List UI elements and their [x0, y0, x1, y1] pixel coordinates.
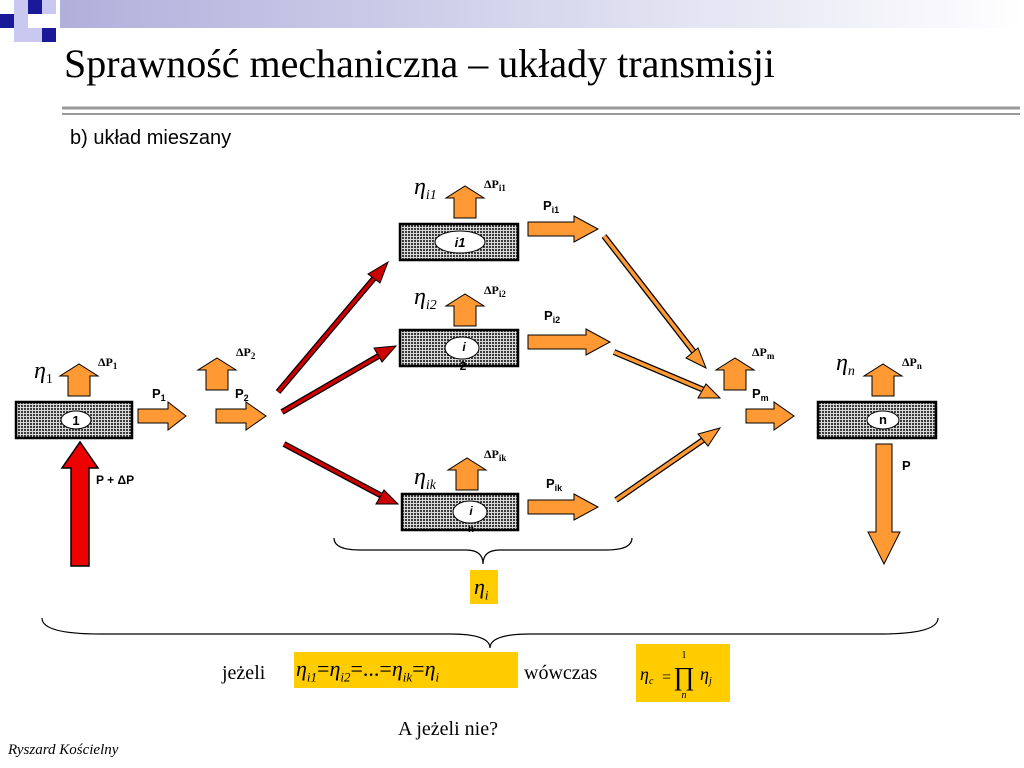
eta-i2: ηi2 — [414, 284, 437, 313]
block-1-label: 1 — [72, 413, 79, 428]
flow-arrow-p1 — [137, 400, 187, 432]
delta-p-n: ΔPn — [902, 355, 922, 371]
brace-parallel — [333, 537, 633, 565]
corner-decoration — [0, 0, 56, 42]
delta-p-ik: ΔPik — [484, 447, 506, 463]
loss-arrow-i2 — [444, 293, 486, 327]
p-2: P2 — [235, 386, 249, 403]
corner-square — [28, 14, 42, 28]
output-arrow — [867, 443, 901, 566]
svg-text:1: 1 — [682, 650, 687, 661]
p-ik: Pik — [546, 476, 563, 493]
brace-total — [41, 617, 939, 649]
svg-text:ηc: ηc — [640, 664, 654, 687]
loss-arrow-2 — [196, 357, 238, 391]
p-m: Pm — [752, 386, 769, 403]
flow-arrow-pi1 — [527, 215, 600, 243]
corner-square — [14, 28, 28, 42]
subtitle: b) układ mieszany — [70, 127, 232, 149]
block-ik-label-bottom: n — [468, 524, 474, 535]
block-n: n — [816, 400, 938, 440]
p-1: P1 — [152, 386, 166, 403]
svg-text:n: n — [682, 690, 687, 701]
p-plus-delta-p: P + ΔP — [96, 473, 134, 487]
input-arrow — [60, 440, 100, 567]
then-word: wówczas — [524, 662, 598, 684]
p-out: P — [902, 458, 911, 473]
block-i2: i 2 — [398, 328, 520, 373]
block-ik: i n — [400, 492, 520, 535]
svg-text:∏: ∏ — [673, 662, 694, 691]
delta-p-2: ΔP2 — [236, 345, 256, 361]
loss-arrow-1 — [58, 363, 100, 397]
p-i2: Pi2 — [544, 308, 560, 325]
block-i2-label-top: i — [462, 340, 466, 354]
flow-arrow-pik — [527, 493, 600, 521]
flow-arrow-pm — [745, 401, 795, 431]
block-i1-label: i1 — [455, 235, 466, 250]
if-word: jeżeli — [222, 662, 266, 684]
corner-square — [42, 0, 56, 14]
title-divider — [62, 106, 1020, 115]
eta-1: η1 — [34, 358, 53, 387]
corner-square — [14, 0, 28, 14]
slide-title: Sprawność mechaniczna – układy transmisj… — [64, 41, 775, 86]
loss-arrow-ik — [446, 457, 488, 491]
svg-text:ηj: ηj — [700, 664, 712, 687]
corner-square — [0, 14, 14, 28]
delta-p-m: ΔPm — [752, 345, 775, 361]
block-1: 1 — [14, 400, 134, 440]
result-highlight — [636, 644, 730, 702]
block-i1: i1 — [398, 222, 520, 262]
question: A jeżeli nie? — [398, 718, 498, 740]
result-formula: ηc = 1 ∏ n ηj — [640, 650, 712, 701]
corner-square — [0, 0, 14, 14]
corner-square — [42, 28, 56, 42]
flow-arrow-pi2 — [527, 328, 612, 356]
block-i2-label-bottom: 2 — [460, 359, 467, 373]
flow-arrow-p2 — [215, 401, 267, 431]
delta-p-i1: ΔPi1 — [484, 177, 506, 193]
loss-arrow-m — [714, 357, 756, 391]
condition-highlight — [294, 652, 518, 688]
delta-p-1: ΔP1 — [98, 355, 118, 371]
condition-formula: ηi1=ηi2=...=ηik=ηi — [296, 656, 440, 685]
author: Ryszard Kościelny — [8, 742, 119, 758]
eta-i: ηi — [474, 574, 489, 603]
p-i1: Pi1 — [543, 198, 559, 215]
eta-i-highlight — [470, 570, 498, 604]
corner-square — [14, 14, 28, 28]
loss-arrow-n — [862, 363, 904, 397]
delta-p-i2: ΔPi2 — [484, 283, 506, 299]
block-ik-label-top: i — [469, 504, 473, 518]
converging-arrows — [601, 234, 722, 503]
block-n-label: n — [879, 412, 887, 427]
top-bar — [60, 0, 1024, 28]
loss-arrow-i1 — [444, 185, 486, 219]
corner-square — [28, 28, 42, 42]
eta-ik: ηik — [414, 464, 437, 493]
svg-text:=: = — [662, 669, 671, 686]
eta-i1: ηi1 — [414, 174, 437, 203]
branch-arrows — [275, 260, 400, 505]
eta-n: ηn — [836, 350, 855, 379]
corner-square — [28, 0, 42, 14]
